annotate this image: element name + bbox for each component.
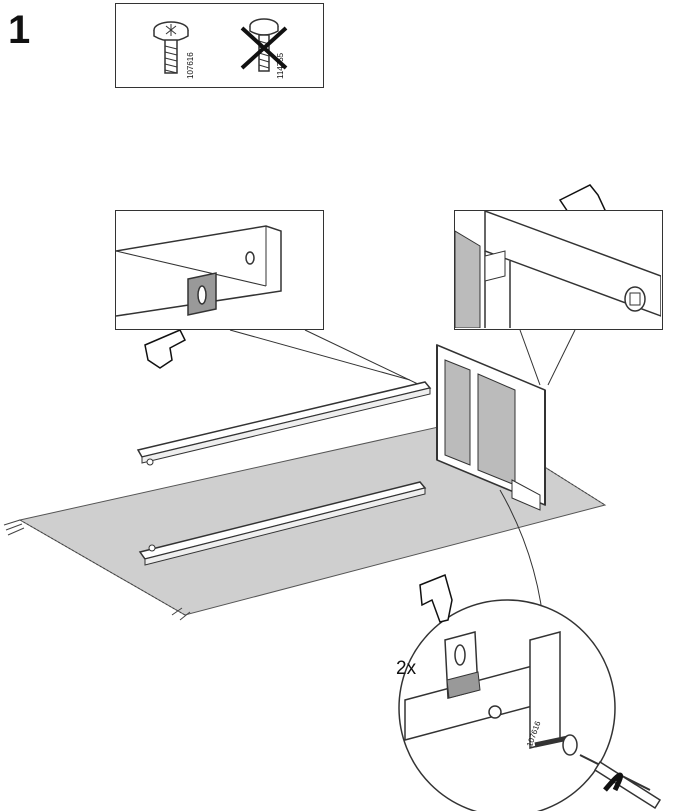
parts-illustration [153,18,288,74]
long-rail-front [138,481,427,566]
callout-rail-end [115,210,324,330]
crossed-screw-icon [240,18,288,72]
hand-pointer-icon [144,329,186,369]
detail-circle [398,489,662,811]
hand-pointer-icon [419,573,453,623]
parts-box: 107616 114755 [115,3,324,88]
quantity-label: 2x [396,658,417,679]
step-number: 1 [8,8,31,52]
end-panel [436,343,546,511]
screw-icon [153,21,189,74]
callout-panel-corner [454,210,663,330]
long-rail-back [136,381,432,466]
